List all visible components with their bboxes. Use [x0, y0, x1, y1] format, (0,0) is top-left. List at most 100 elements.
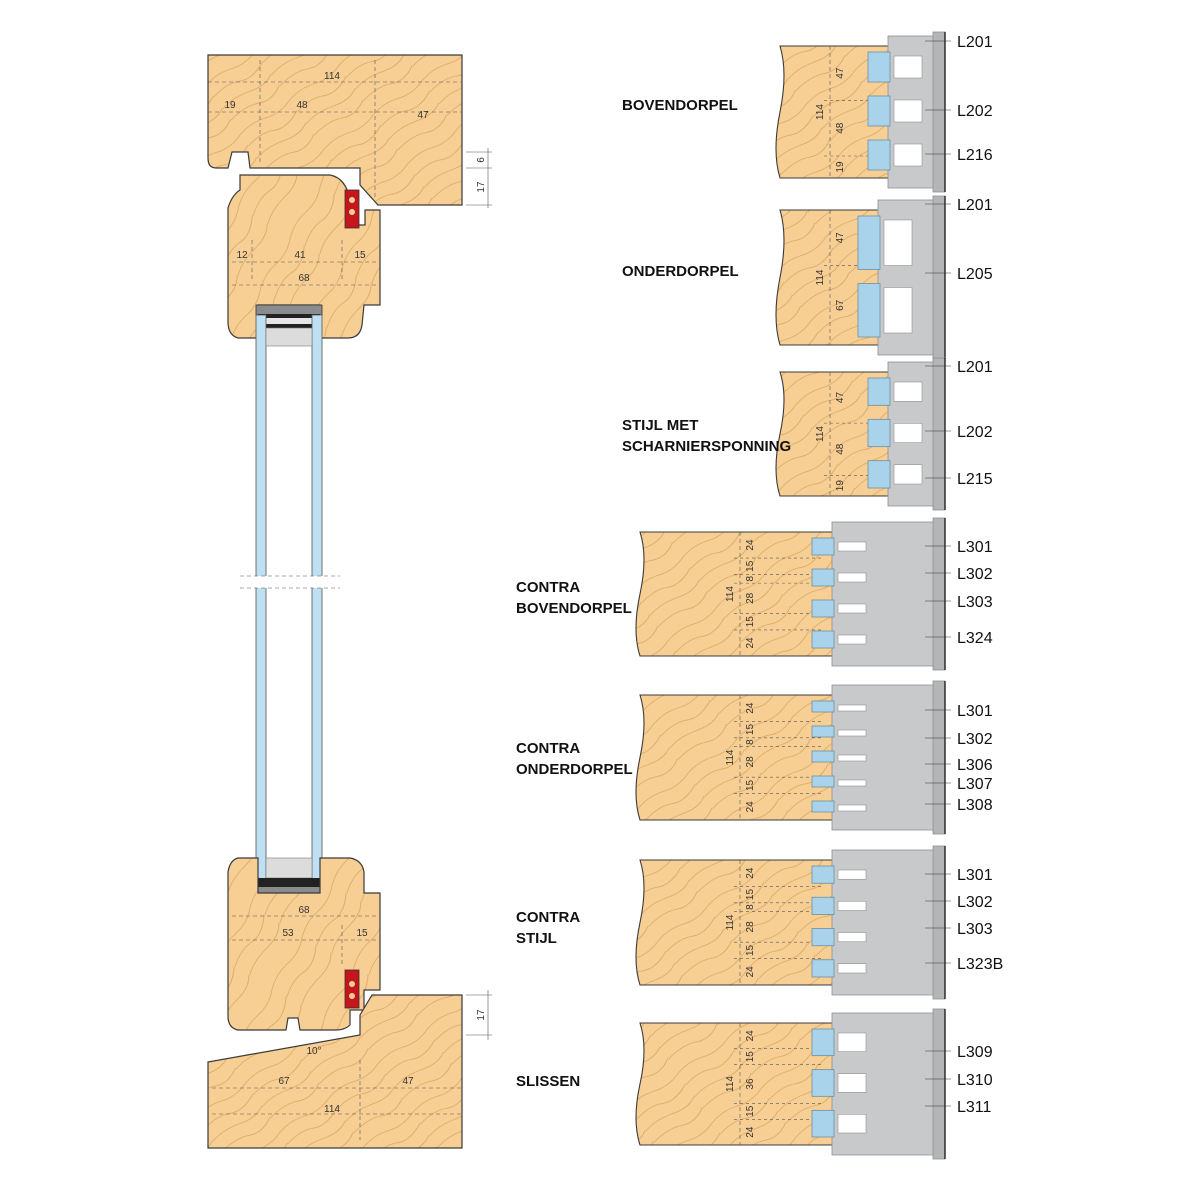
cutter-insert	[811, 928, 835, 947]
top-frame-side-b: 17	[476, 181, 487, 193]
section-title: STIJL	[516, 930, 557, 947]
tool-code-label: L307	[957, 776, 993, 793]
section-title: BOVENDORPEL	[622, 97, 738, 114]
tool-code-label: L302	[957, 894, 993, 911]
dimension-label: 15	[745, 1051, 756, 1063]
tool-gap	[837, 634, 867, 645]
tool-spindle	[932, 680, 946, 835]
tool-gap	[837, 603, 867, 614]
dimension-label: 24	[745, 1030, 756, 1042]
cutter-insert	[811, 700, 835, 713]
cutter-insert	[811, 568, 835, 587]
dimension-label: 19	[835, 480, 846, 492]
cutter-insert	[811, 865, 835, 884]
dimension-label: 15	[745, 944, 756, 956]
tool-code-label: L310	[957, 1072, 993, 1089]
tool-spindle	[932, 1008, 946, 1160]
tool-spindle	[932, 845, 946, 1000]
bottom-sash-profile	[227, 857, 381, 1031]
tool-gap	[837, 729, 867, 737]
cutter-insert	[811, 1069, 835, 1097]
section-tool	[867, 357, 946, 511]
top-sash-seg-a: 12	[236, 250, 248, 261]
tool-spindle	[932, 31, 946, 193]
section-title: SCHARNIERSPONNING	[622, 438, 791, 455]
bottom-frame-angle: 10°	[306, 1046, 321, 1057]
tool-spindle	[932, 357, 946, 511]
tool-code-label: L201	[957, 359, 993, 376]
dimension-label: 67	[835, 299, 846, 311]
section-tool	[811, 680, 946, 835]
dimension-label: 15	[745, 724, 756, 736]
section-wood-block	[775, 45, 891, 179]
left-window-section: 114 19 48 47 6 17 12 41 15 68	[207, 54, 492, 1149]
bottom-frame-seg-b: 47	[402, 1076, 414, 1087]
dimension-label: 48	[835, 443, 846, 455]
tool-gap	[837, 963, 867, 974]
dimension-total: 114	[815, 269, 826, 285]
dimension-label: 47	[835, 67, 846, 79]
tool-code-label: L302	[957, 566, 993, 583]
cutter-insert	[811, 1028, 835, 1057]
glass-unit	[240, 304, 340, 893]
tool-code-label: L309	[957, 1044, 993, 1061]
tool-gap	[837, 932, 867, 943]
dimension-label: 47	[835, 232, 846, 244]
cutter-insert	[811, 537, 835, 556]
tool-code-label: L216	[957, 147, 993, 164]
tool-gap	[837, 1114, 867, 1134]
bottom-sash-width: 68	[298, 905, 310, 916]
top-frame-profile	[207, 54, 463, 206]
tool-code-label: L201	[957, 34, 993, 51]
tool-gap	[883, 287, 913, 334]
dimension-total: 114	[725, 914, 736, 930]
section-tool	[811, 845, 946, 1000]
dimension-label: 24	[745, 801, 756, 813]
tool-code-label: L202	[957, 424, 993, 441]
cutter-insert	[811, 800, 835, 813]
tool-code-label: L201	[957, 197, 993, 214]
tool-code-label: L306	[957, 757, 993, 774]
section-title: SLISSEN	[516, 1073, 580, 1090]
tool-gap	[893, 464, 923, 485]
tool-gap	[837, 541, 867, 552]
tool-gap	[837, 804, 867, 812]
section-tool	[811, 1008, 946, 1160]
cutter-insert	[811, 959, 835, 978]
tool-gap	[893, 381, 923, 402]
tool-code-label: L324	[957, 630, 993, 647]
dimension-label: 24	[745, 637, 756, 649]
section-wood-block	[635, 859, 887, 986]
section-tool	[857, 195, 946, 360]
cutter-insert	[811, 750, 835, 763]
dimension-total: 114	[815, 426, 826, 442]
tool-code-label: L205	[957, 266, 993, 283]
top-frame-width: 114	[324, 71, 340, 82]
dimension-label: 15	[745, 616, 756, 628]
tool-gap	[893, 99, 923, 123]
tool-code-label: L202	[957, 103, 993, 120]
dimension-label: 24	[745, 539, 756, 551]
section-title: ONDERDORPEL	[622, 263, 739, 280]
section-4: 24158281524114L301L302L303L324CONTRABOVE…	[516, 517, 993, 671]
dimension-label: 24	[745, 1126, 756, 1138]
dimension-label: 28	[745, 592, 756, 604]
section-tool	[867, 31, 946, 193]
dimension-label: 48	[835, 122, 846, 134]
tool-spindle	[932, 517, 946, 671]
top-sash-seg-b: 41	[294, 250, 306, 261]
top-frame-seg-a: 19	[224, 100, 236, 111]
dimension-label: 36	[745, 1078, 756, 1090]
dimension-label: 8	[745, 576, 756, 582]
section-title: ONDERDORPEL	[516, 761, 633, 778]
section-title: CONTRA	[516, 740, 580, 757]
dimension-label: 28	[745, 756, 756, 768]
dimension-label: 47	[835, 392, 846, 404]
dimension-total: 114	[815, 104, 826, 120]
